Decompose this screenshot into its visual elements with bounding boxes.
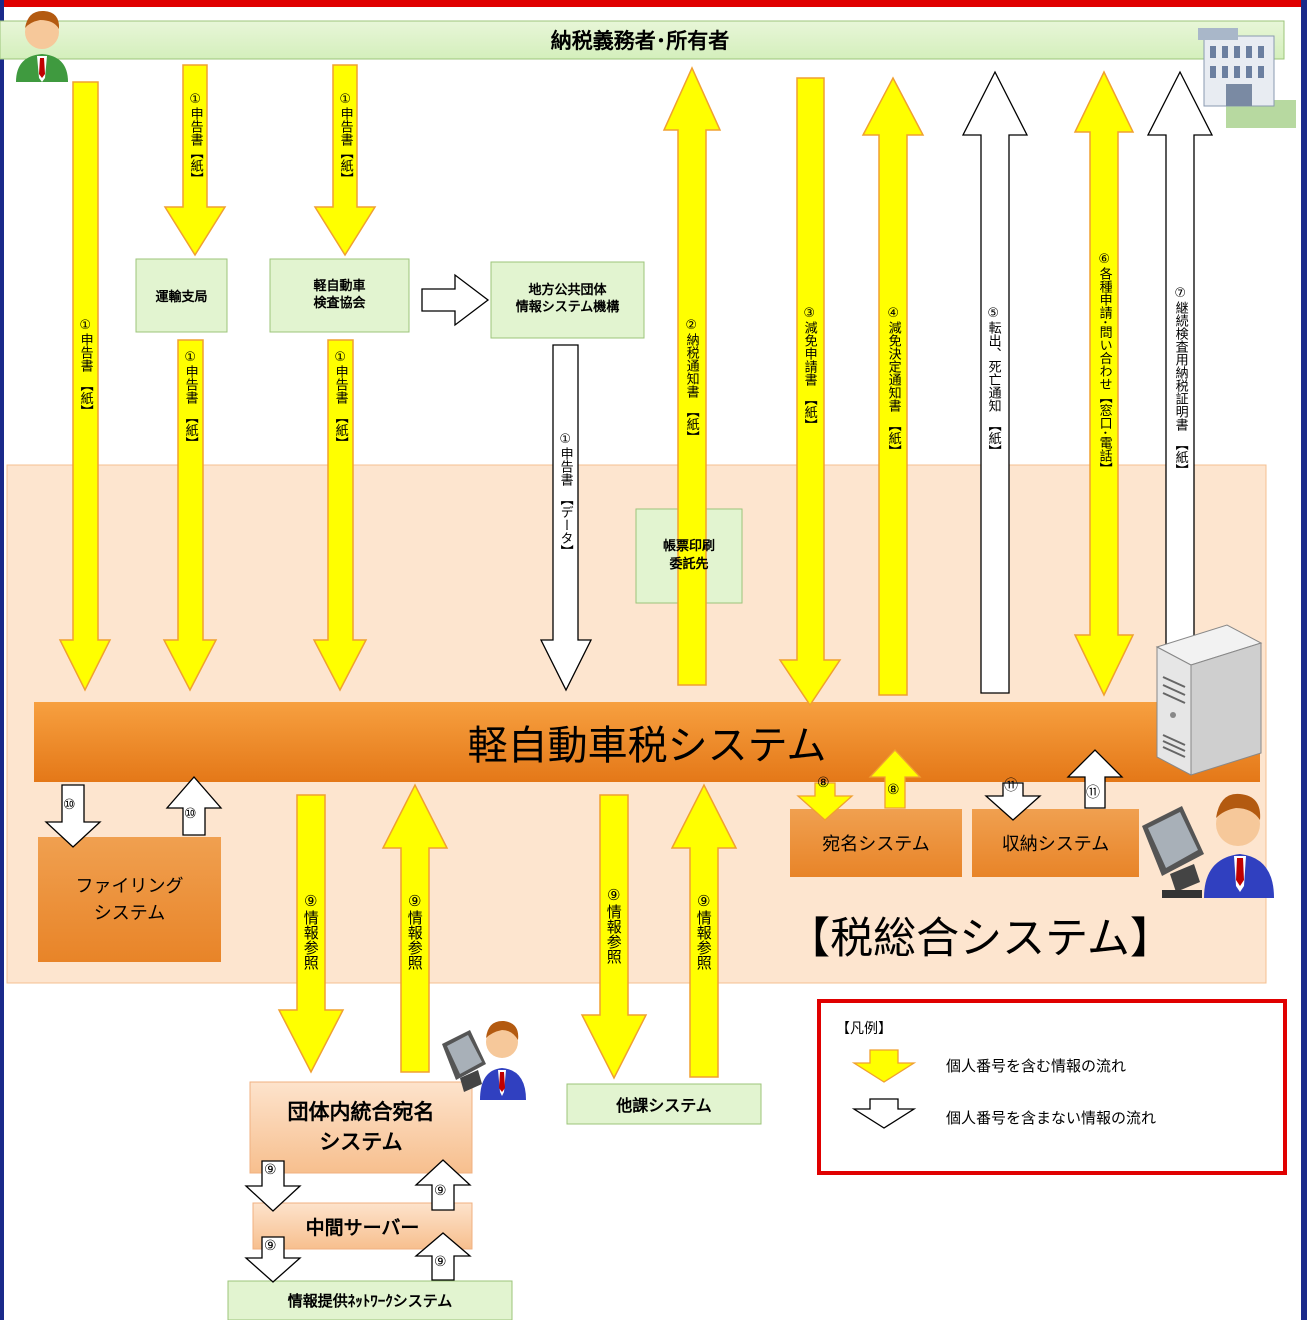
legend-white-arrow-icon: [851, 1098, 917, 1129]
num-8-up: ⑧: [887, 782, 900, 798]
arrow-9-a: [244, 1160, 302, 1212]
flow-label-transfer: ⑤転出、死亡通知 【紙】: [985, 306, 1001, 458]
flow-label-info-ref-2: ⑨情報参照: [405, 892, 424, 970]
inspection-assoc-label: 軽自動車 検査協会: [313, 278, 366, 311]
flow-label-transport-system: ①申告書 【紙】: [182, 350, 198, 450]
num-9-d: ⑨: [434, 1254, 447, 1270]
group-addr-box: [249, 1081, 473, 1174]
flow-label-info-ref-1: ⑨情報参照: [301, 892, 320, 970]
arrow-info-ref-1: [277, 794, 345, 1074]
flow-label-decl-direct: ①申告書 【紙】: [77, 318, 93, 418]
jlis-label: 地方公共団体 情報システム機構: [515, 283, 620, 315]
flow-label-decl-transport: ①申告書【紙】: [187, 92, 203, 185]
filing-system-label: ファイリング システム: [75, 875, 184, 924]
arrow-notice-up: [662, 66, 722, 686]
group-addr-label: 団体内統合宛名 システム: [287, 1100, 435, 1154]
arrow-10-up: [165, 776, 223, 836]
network-label: 情報提供ﾈｯﾄﾜｰｸシステム: [287, 1292, 453, 1310]
flow-label-notice: ②納税通知書 【紙】: [683, 318, 699, 444]
building-icon: [1198, 28, 1296, 128]
arrow-assoc-to-system: [312, 339, 368, 692]
arrow-8-down: [796, 782, 854, 821]
tax-system-title: 【税総合システム】: [787, 914, 1173, 964]
arrow-transfer: [961, 70, 1029, 694]
arrow-11-down: [984, 782, 1042, 821]
arrow-jlis-to-system: [539, 344, 593, 692]
taxpayer-title: 納税義務者･所有者: [550, 29, 730, 53]
arrow-8-up: [868, 749, 922, 809]
flow-label-reduce-dec: ④減免決定通知書 【紙】: [885, 306, 901, 458]
arrow-certificate: [1146, 70, 1214, 661]
flow-label-decl-assoc: ①申告書【紙】: [337, 92, 353, 185]
arrow-info-ref-3: [580, 794, 648, 1080]
printer-label: 帳票印刷 委託先: [662, 538, 715, 572]
arrow-9-c: [244, 1236, 302, 1283]
flow-label-reduce-app: ③減免申請書 【紙】: [801, 306, 817, 432]
num-11-down: ⑪: [1004, 778, 1018, 794]
main-system-title: 軽自動車税システム: [467, 723, 827, 769]
arrow-assoc-to-jlis: [421, 273, 490, 327]
arrow-9-d: [414, 1232, 472, 1281]
person-icon-top: [16, 10, 68, 82]
transport-office-box: [135, 258, 228, 333]
num-9-c: ⑨: [264, 1238, 277, 1254]
flow-label-inquiry: ⑥各種申請･問い合わせ【窓口･電話】: [1096, 252, 1112, 475]
arrow-9-b: [414, 1159, 472, 1211]
operator-icon-right: [1142, 793, 1274, 898]
arrow-11-up: [1066, 749, 1124, 809]
network-box: [227, 1280, 513, 1320]
filing-system-box: [38, 837, 221, 962]
taxpayer-banner: [0, 20, 1285, 60]
flow-label-info-ref-3: ⑨情報参照: [604, 886, 623, 964]
other-dept-box: [566, 1083, 762, 1125]
num-9-a: ⑨: [264, 1162, 277, 1178]
jlis-box: [490, 261, 645, 339]
flow-label-certificate: ⑦継続検査用納税証明書 【紙】: [1172, 286, 1188, 477]
num-10-up: ⑩: [184, 806, 197, 822]
addr-system-box: [790, 809, 962, 877]
inspection-assoc-box: [269, 258, 410, 333]
other-dept-label: 他課システム: [616, 1096, 712, 1115]
transport-office-label: 運輸支局: [155, 290, 208, 305]
legend-with-number: 個人番号を含む情報の流れ: [946, 1057, 1127, 1075]
arrow-inquiry: [1073, 70, 1135, 697]
arrow-info-ref-4: [670, 783, 738, 1078]
num-11-up: ⑪: [1086, 785, 1100, 801]
num-8-down: ⑧: [817, 775, 830, 791]
arrow-reduce-dec: [861, 76, 925, 696]
collection-system-box: [972, 809, 1139, 877]
legend-without-number: 個人番号を含まない情報の流れ: [946, 1109, 1157, 1127]
flow-label-assoc-system: ①申告書 【紙】: [332, 350, 348, 450]
flow-label-info-ref-4: ⑨情報参照: [694, 892, 713, 970]
arrow-transport-to-system: [162, 339, 218, 692]
legend-yellow-arrow-icon: [851, 1049, 917, 1083]
arrow-reduce-app: [778, 77, 842, 707]
num-9-b: ⑨: [434, 1183, 447, 1199]
main-system-bar: [34, 702, 1260, 782]
addr-system-label: 宛名システム: [822, 834, 930, 855]
middle-server-label: 中間サーバー: [305, 1216, 420, 1239]
num-10-down: ⑩: [63, 797, 76, 813]
arrow-info-ref-2: [381, 783, 449, 1073]
arrow-decl-to-transport: [163, 64, 227, 257]
arrow-10-down: [44, 784, 102, 848]
legend-title: 【凡例】: [836, 1021, 892, 1037]
operator-icon-middle: [442, 1020, 526, 1100]
collection-system-label: 収納システム: [1001, 834, 1110, 855]
arrow-decl-to-assoc: [313, 64, 377, 257]
arrow-decl-direct: [58, 81, 112, 692]
server-icon: [1155, 624, 1263, 776]
flow-label-data: ①申告書 【データ】: [557, 432, 573, 558]
legend-box: [817, 999, 1287, 1175]
